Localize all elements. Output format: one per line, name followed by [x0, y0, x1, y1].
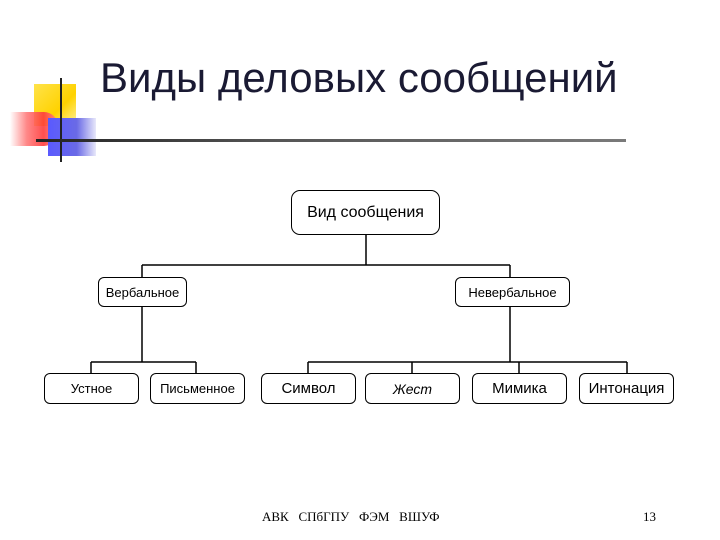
node-written-label: Письменное	[160, 381, 235, 396]
node-intonation: Интонация	[579, 373, 674, 404]
node-verbal: Вербальное	[98, 277, 187, 307]
node-message-type: Вид сообщения	[291, 190, 440, 235]
node-verbal-label: Вербальное	[105, 284, 180, 300]
slide-title: Виды деловых сообщений	[100, 54, 618, 101]
node-mimicry: Мимика	[472, 373, 567, 404]
node-intonation-label: Интонация	[588, 380, 665, 397]
node-written: Письменное	[150, 373, 245, 404]
node-nonverbal: Невербальное	[455, 277, 570, 307]
logo-blue-square	[48, 118, 96, 156]
node-symbol: Символ	[261, 373, 356, 404]
slide-logo	[0, 0, 110, 170]
node-mimicry-label: Мимика	[492, 380, 547, 397]
node-message-type-label: Вид сообщения	[307, 203, 424, 221]
title-underline	[36, 139, 626, 142]
node-oral-label: Устное	[70, 381, 113, 396]
node-oral: Устное	[44, 373, 139, 404]
node-symbol-label: Символ	[281, 380, 336, 397]
page-number: 13	[643, 509, 656, 524]
node-gesture: Жест	[365, 373, 460, 404]
logo-vertical-line	[60, 78, 62, 162]
node-gesture-label: Жест	[392, 380, 433, 397]
footer-text: АВК СПбГПУ ФЭМ ВШУФ	[262, 509, 440, 524]
node-nonverbal-label: Невербальное	[468, 284, 557, 300]
